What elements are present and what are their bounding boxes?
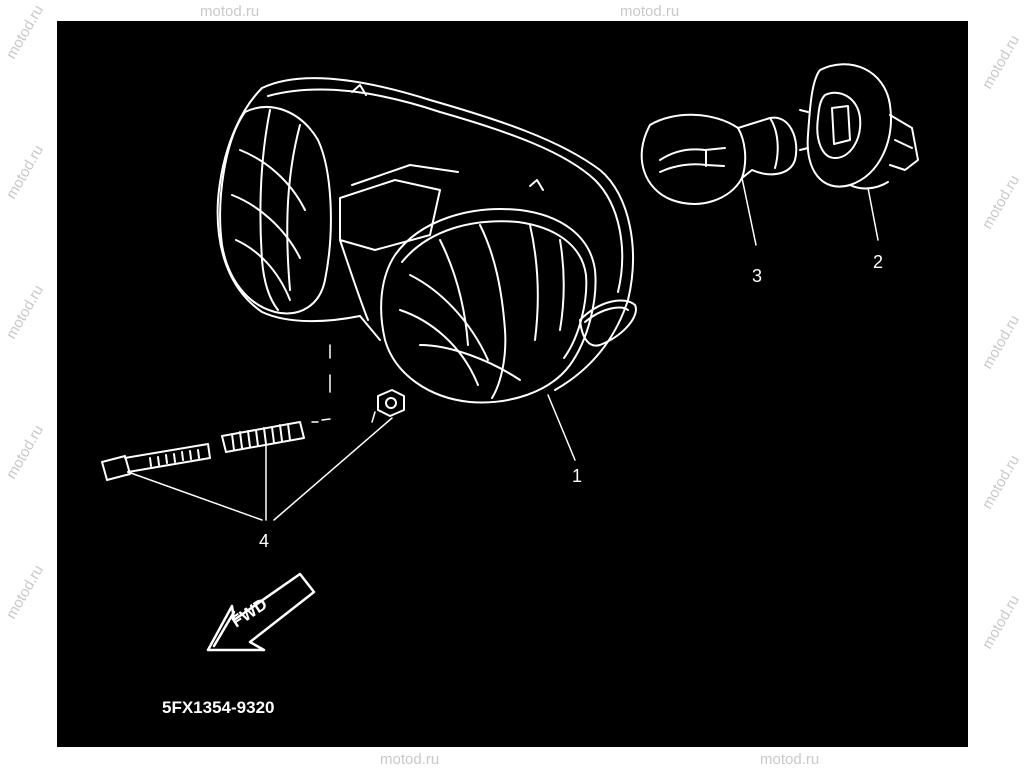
fwd-arrow-icon (206, 572, 316, 652)
mounting-screw (101, 443, 211, 481)
bulb-socket (799, 63, 919, 190)
part-code: 5FX1354-9320 (162, 698, 274, 717)
callout-3: 3 (752, 266, 762, 286)
diagram-panel (57, 21, 968, 747)
callout-2: 2 (873, 252, 883, 272)
taillight-lens-right (380, 208, 637, 404)
callout-4: 4 (259, 531, 269, 551)
bulb (640, 113, 798, 205)
leader-lines (127, 177, 879, 521)
callout-1: 1 (572, 466, 582, 486)
taillight-housing (216, 77, 634, 391)
mounting-nut (377, 389, 405, 417)
spacer-sleeve (221, 421, 305, 453)
alignment-lines (311, 344, 376, 423)
